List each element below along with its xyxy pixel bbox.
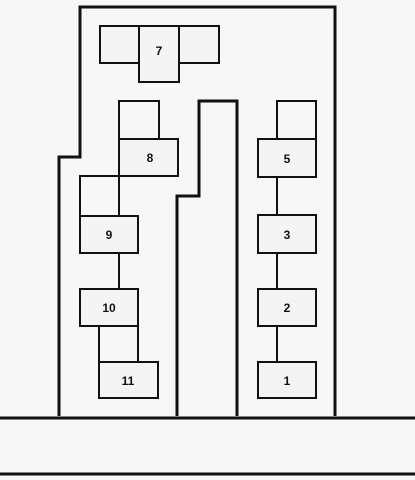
- compartment-11-label: 11: [122, 374, 135, 388]
- compartment-10-label: 10: [102, 301, 116, 315]
- box-10: [79, 288, 139, 327]
- box-5: [257, 138, 317, 178]
- compartment-3-label: 3: [284, 228, 291, 242]
- box-2: [257, 288, 317, 327]
- compartment-1-label: 1: [284, 374, 291, 388]
- box-7-stem: [138, 25, 180, 83]
- central-divider: [175, 99, 239, 416]
- box-3: [257, 214, 317, 254]
- compartment-2-label: 2: [284, 301, 291, 315]
- compartment-9-label: 9: [106, 228, 113, 242]
- box-11: [98, 361, 159, 399]
- compartment-8-label: 8: [147, 151, 154, 165]
- building-outline: [57, 5, 337, 416]
- compartment-7-label: 7: [156, 44, 163, 58]
- box-8: [118, 138, 179, 177]
- box-9: [79, 215, 139, 254]
- box-1: [257, 361, 317, 399]
- compartment-5-label: 5: [284, 152, 291, 166]
